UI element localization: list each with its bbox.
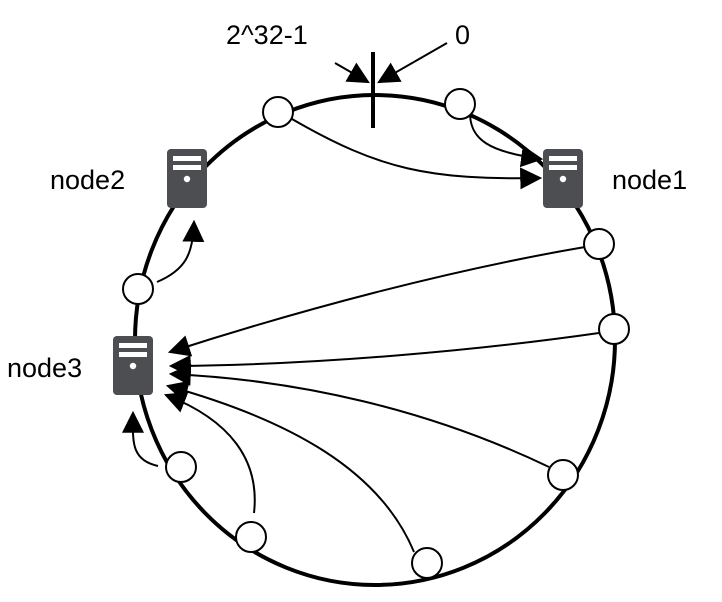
- mapping-arrow-k5-node3: [168, 363, 550, 468]
- mapping-arrow-k4-node3: [168, 332, 600, 377]
- key-point: [598, 313, 630, 345]
- key-point: [235, 521, 267, 553]
- mapping-arrow-k8-node3: [121, 410, 159, 467]
- server-icon-node3: [113, 336, 153, 395]
- node2-label: node2: [50, 165, 126, 195]
- key-point: [583, 228, 615, 260]
- max-pointer-arrow: [334, 62, 370, 84]
- node3-label: node3: [7, 353, 83, 383]
- mapping-arrow-k2-node1: [469, 112, 544, 168]
- key-point: [165, 451, 197, 483]
- key-point: [411, 547, 443, 579]
- mapping-arrow-k3-node3: [167, 246, 586, 357]
- ring-zero-label: 0: [455, 20, 471, 50]
- server-icon-node1: [543, 149, 583, 208]
- key-point: [444, 88, 476, 120]
- zero-pointer-arrow: [377, 42, 448, 84]
- mapping-arrow-k1-node1: [291, 118, 543, 190]
- mapping-arrow-k6-node3: [165, 380, 415, 553]
- server-icon-node2: [167, 149, 207, 208]
- key-point: [262, 96, 294, 128]
- ring-max-label: 2^32-1: [226, 20, 308, 50]
- mapping-arrow-k7-node3: [163, 391, 256, 514]
- key-point: [547, 459, 579, 491]
- node1-label: node1: [612, 165, 688, 195]
- key-point: [122, 273, 154, 305]
- mapping-arrow-k9-node2: [156, 219, 205, 283]
